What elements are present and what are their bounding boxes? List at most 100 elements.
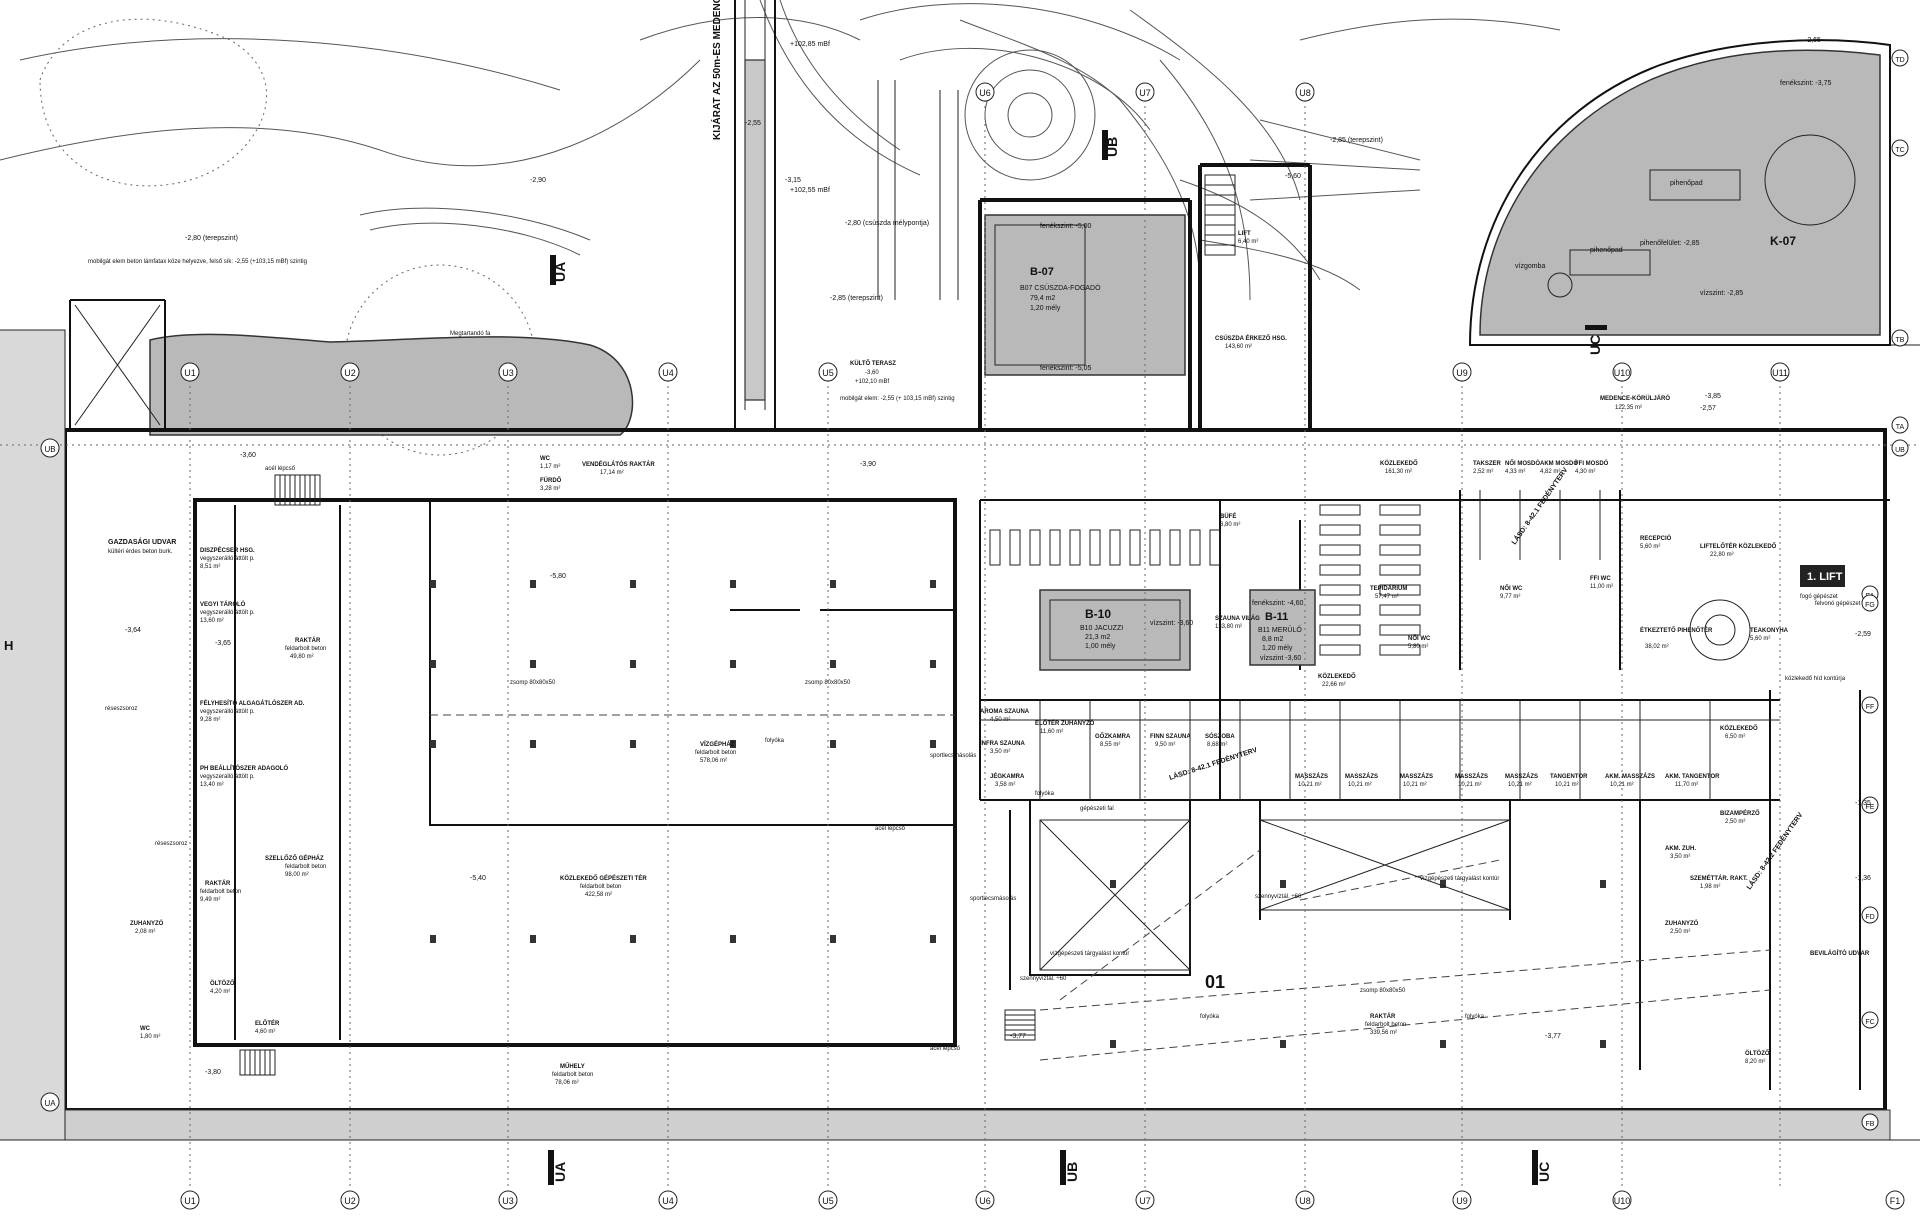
axis-bottom-1: U1 (184, 1196, 196, 1206)
room-1-6-34-area: 11,00 m² (1590, 584, 1613, 590)
axis-top-4: U4 (662, 368, 674, 378)
indoor-pools (984, 214, 1316, 671)
section-ua-bottom: UA (552, 1162, 568, 1182)
lvl-q: -2,59 (1855, 631, 1871, 638)
lvl-t: -1,36 (1855, 875, 1871, 882)
room-1-6-14-name: SZELLŐZŐ GÉPHÁZ (265, 854, 324, 862)
room-1-6-19-area: 339,56 m² (1370, 1030, 1397, 1036)
lvl-k: -3,85 (1705, 393, 1721, 400)
room-1-6-40-area: 5,60 m² (1640, 544, 1660, 550)
room-1-6-42-area: 4,50 m² (990, 717, 1010, 723)
room-1-6-23-name: LIFT (1238, 231, 1251, 237)
sauna-cells (980, 490, 1780, 800)
szennyviz-2: szennyvíztál. ÷60 (1020, 976, 1067, 982)
pool-b07-depth: 1,20 mély (1030, 305, 1061, 312)
axis-right-ff: FF (1866, 704, 1875, 711)
note-labels: mobilgát elem beton lámfatax köze helyez… (88, 259, 955, 402)
ground-section (0, 329, 1920, 1141)
axis-right-ta: TA (1896, 424, 1905, 431)
room-1-6-54-name: MASSZÁZS (1455, 773, 1488, 780)
room-1-6-46-area: 8,55 m² (1100, 742, 1120, 748)
lvl-a: -2,90 (530, 177, 546, 184)
room-1-6-41-area: 22,80 m² (1710, 552, 1734, 558)
fedenyterv-labels: LÁSD: 8-42.1 FEDÉNYTERV LÁSD: 8-42.1 FED… (1168, 465, 1805, 891)
lvl-b: -2,80 (terepszint) (185, 235, 238, 242)
room-1-6-48b-name: SÓSZOBA (1205, 732, 1235, 740)
pool-k07-code: K-07 (1770, 234, 1796, 248)
room-1-6-07-name: ZUHANYZÓ (130, 919, 164, 927)
zsomp-3: zsomp 80x80x50 (1360, 988, 1406, 994)
kulto-terasz-sub: +102,10 mBf (855, 379, 890, 385)
pool-b10-area: 21,3 m2 (1085, 634, 1110, 641)
lasd-fedenyterv-2: LÁSD: 8-42.1 FEDÉNYTERV (1509, 465, 1569, 546)
room-1-6-24-name: CSÚSZDA ÉRKEZŐ HSG. (1215, 334, 1287, 342)
lvl-d: -2,55 (745, 120, 761, 127)
room-1-6-50-area: 5,80 m² (1408, 644, 1428, 650)
room-1-6-49-area: 22,66 m² (1322, 682, 1346, 688)
room-1-6-56-name: TANGENTOR (1550, 774, 1588, 780)
grid-lines (0, 100, 1920, 1190)
room-1-6-62-area: 1,98 m² (1700, 884, 1720, 890)
axis-top-5: U5 (822, 368, 834, 378)
lasd-fedenyterv-3: LÁSD: 8-42.2 FEDÉNYTERV (1744, 810, 1804, 891)
room-1-6-45-area: 11,60 m² (1040, 729, 1063, 735)
axis-right-td: TD (1895, 57, 1904, 64)
acel-lepcso-1: acél lépcső (875, 826, 906, 832)
slide-tower (734, 0, 959, 430)
room-1-6-58-name: AKM. TANGENTOR (1665, 774, 1720, 780)
lvl-u: -2,80 (csúszda mélypontja) (845, 220, 929, 227)
room-1-6-42-name: AROMA SZAUNA (980, 709, 1030, 715)
axis-bottom-5: U5 (822, 1196, 834, 1206)
axis-labels-right: TA TB TC TD UB FA FB FC FD FE FF FG (1861, 49, 1909, 1131)
room-1-6-55-name: MASSZÁZS (1505, 773, 1538, 780)
room-1-6-32-name: FFI MOSDÓ (1575, 459, 1609, 467)
pool-b11-water: vízszint -3,60 (1260, 655, 1301, 662)
lvl-h: -3,65 (215, 640, 231, 647)
axis-bottom-6: U6 (979, 1196, 991, 1206)
room-1-6-33-area: 9,77 m² (1500, 594, 1520, 600)
room-1-6-17-name: WC (540, 456, 551, 462)
folyoka-1: folyóka (765, 738, 785, 744)
sport-1: sportlecsmásolás (930, 753, 976, 759)
gepeszeti-fal: gépészeti fal (1080, 806, 1114, 812)
section-ub-bottom: UB (1064, 1162, 1080, 1182)
section-ub-top: UB (1104, 137, 1120, 157)
room-1-6-08-name: ÖLTÖZŐ (210, 980, 235, 987)
pool-b11-level: fenékszint: -4,60 (1252, 600, 1303, 607)
room-1-6-58-area: 11,70 m² (1675, 782, 1698, 788)
kozlekedo-hid: közlekedő híd kontúrja (1785, 676, 1846, 682)
lvl-s: -1,35 (1855, 800, 1871, 807)
room-1-6-05-area: 13,40 m² (200, 782, 224, 788)
pool-k07-mushroom: vízgomba (1515, 263, 1545, 270)
room-1-6-33-name: NŐI WC (1500, 585, 1523, 592)
room-1-6-03-area: 13,60 m² (200, 618, 224, 624)
room-1-6-06-finish: feldarbolt beton (200, 889, 241, 895)
room-1-6-64-name: AKM. ZUH. (1665, 846, 1696, 852)
axis-right-tb: TB (1896, 337, 1905, 344)
space-gazdasagi: GAZDASÁGI UDVAR (108, 537, 176, 546)
room-labels: GAZDASÁGI UDVAR kültéri érdes beton burk… (108, 231, 1789, 1086)
section-uc-top: UC (1587, 335, 1603, 355)
lift-label: 1. LIFT (1807, 571, 1843, 583)
space-labels: KÜLTŐ TERASZ -3,60 +102,10 mBf MEDENCE-K… (105, 0, 1870, 1052)
room-1-6-35-name: KÖZLEKEDŐ (1380, 460, 1418, 467)
room-1-6-51-area: 10,21 m² (1298, 782, 1322, 788)
room-1-6-61-area: 2,50 m² (1725, 819, 1745, 825)
room-1-6-48-area: 38,02 m² (1645, 644, 1669, 650)
zsomp-1: zsomp 80x80x50 (510, 680, 556, 686)
room-1-6-02-finish: vegyszerálló áttölt p. (200, 556, 255, 562)
room-1-6-15-name: ELŐTÉR (255, 1019, 280, 1027)
felvono-gepeszet: felvonó gépészet (1815, 601, 1861, 607)
space-gazdasagi-sub: kültéri érdes beton burk. (108, 549, 173, 555)
section-uc-bottom: UC (1536, 1162, 1552, 1182)
room-1-6-44-name: JÉGKAMRA (990, 772, 1025, 780)
lvl-p: -2,57 (1700, 405, 1716, 412)
megtartando-fa: Megtartandó fa (450, 331, 491, 337)
lvl-r: -2,65 (1805, 37, 1821, 44)
room-1-6-21-area: 17,14 m² (600, 470, 624, 476)
room-1-6-45-name: ELŐTÉR ZUHANYZÓ (1035, 719, 1095, 727)
rezsucorr-1: réseszsoroz (105, 706, 137, 712)
room-1-6-05-name: PH BEÁLLÍTÓSZER ADAGOLÓ (200, 764, 288, 772)
pool-b10-water: vízszint: -3,60 (1150, 620, 1193, 627)
axis-bottom-7: U7 (1139, 1196, 1151, 1206)
